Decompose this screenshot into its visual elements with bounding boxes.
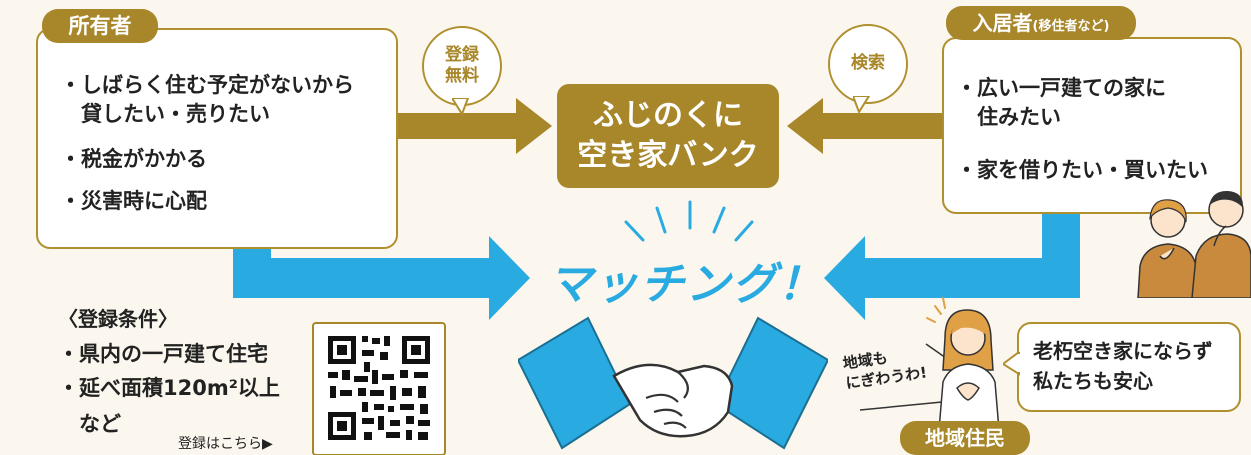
owner-item: ・しばらく住む予定がないから [60, 73, 354, 97]
owner-item: ・災害時に心配 [60, 189, 207, 213]
resident-tag: 入居者(移住者など) [946, 6, 1136, 40]
condition-item: など [58, 412, 121, 436]
resident-to-bank-arrow [787, 98, 946, 154]
akiya-bank-box: ふじのくに空き家バンク [557, 84, 779, 188]
resident-item: ・家を借りたい・買いたい [956, 158, 1208, 182]
speech-lines [859, 343, 947, 411]
bubble-tail [452, 98, 470, 116]
condition-item: ・県内の一戸建て住宅 [58, 342, 268, 366]
search-bubble: 検索 [828, 24, 908, 104]
resident-item: 住みたい [956, 105, 1061, 129]
matching-burst-lines [624, 200, 754, 242]
resident-tag-main: 入居者 [972, 11, 1033, 35]
conditions-heading: 〈登録条件〉 [58, 307, 178, 331]
bank-name-line1: ふじのくに [593, 97, 743, 133]
handshake-icon [518, 316, 828, 450]
community-message-box: 老朽空き家にならず 私たちも安心 [1017, 322, 1241, 412]
community-message-line2: 私たちも安心 [1033, 369, 1153, 393]
man-figure [1191, 190, 1251, 298]
bank-name-line2: 空き家バンク [577, 138, 759, 173]
community-message-line1: 老朽空き家にならず [1033, 339, 1213, 363]
owner-to-matching-arrow [233, 236, 530, 320]
message-box-tail [1003, 352, 1021, 376]
matching-label: マッチング！ [548, 259, 824, 310]
free-registration-bubble: 登録無料 [422, 26, 502, 106]
free-registration-line1: 登録 [445, 44, 479, 65]
qr-caption: 登録はこちら▶ [178, 436, 273, 452]
owner-to-bank-arrow [398, 98, 552, 154]
community-woman-illustration [926, 297, 1000, 430]
resident-tag-sub: (移住者など) [1032, 19, 1110, 34]
qr-code-frame[interactable] [312, 322, 446, 455]
bubble-tail [853, 96, 871, 114]
woman-figure [1137, 199, 1199, 298]
owner-item: ・税金がかかる [60, 147, 207, 171]
owner-box: ・しばらく住む予定がないから 貸したい・売りたい ・税金がかかる ・災害時に心配 [36, 28, 398, 249]
resident-couple-illustration [1137, 190, 1251, 298]
owner-tag: 所有者 [42, 9, 158, 43]
community-tag: 地域住民 [900, 421, 1030, 455]
resident-item: ・広い一戸建ての家に [956, 76, 1166, 100]
free-registration-line2: 無料 [445, 66, 479, 86]
resident-to-matching-arrow [824, 205, 1080, 320]
condition-item: ・延べ面積120m²以上 [58, 376, 280, 400]
qr-code [328, 336, 430, 440]
owner-item: 貸したい・売りたい [60, 102, 270, 126]
